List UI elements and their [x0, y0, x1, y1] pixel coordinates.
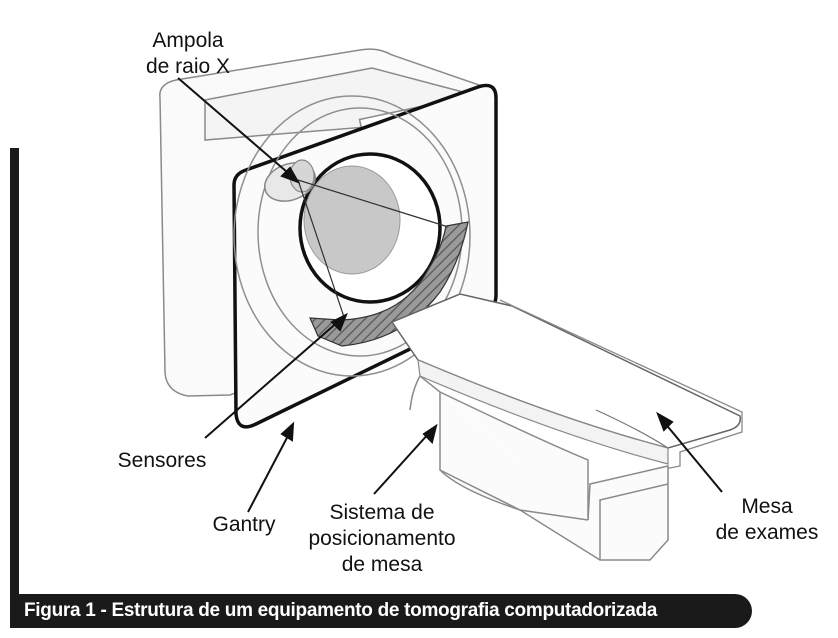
- table-positioning-base: [409, 375, 669, 561]
- label-xray-tube-line2: de raio X: [145, 55, 231, 78]
- bore-opening: [298, 152, 442, 304]
- label-gantry-text: Gantry: [212, 513, 276, 536]
- label-positioning-line2: posicionamento: [308, 527, 456, 550]
- label-exam-table: Mesa de exames: [702, 494, 832, 546]
- label-xray-tube: Ampola de raio X: [118, 28, 258, 80]
- label-positioning-line3: de mesa: [341, 553, 423, 576]
- label-exam-table-line1: Mesa: [741, 495, 793, 518]
- label-gantry: Gantry: [184, 512, 304, 538]
- figure-caption: Figura 1 - Estrutura de um equipamento d…: [10, 594, 752, 628]
- label-pointers: [177, 77, 723, 513]
- label-sensors: Sensores: [92, 448, 232, 474]
- label-sensors-text: Sensores: [117, 449, 207, 472]
- label-positioning-line1: Sistema de: [329, 501, 435, 524]
- xray-beam: [297, 179, 459, 321]
- left-accent-bar: [10, 148, 19, 606]
- xray-tube: [264, 159, 316, 202]
- label-positioning-system: Sistema de posicionamento de mesa: [292, 500, 472, 578]
- label-xray-tube-line1: Ampola: [152, 29, 224, 52]
- label-exam-table-line2: de exames: [715, 521, 819, 544]
